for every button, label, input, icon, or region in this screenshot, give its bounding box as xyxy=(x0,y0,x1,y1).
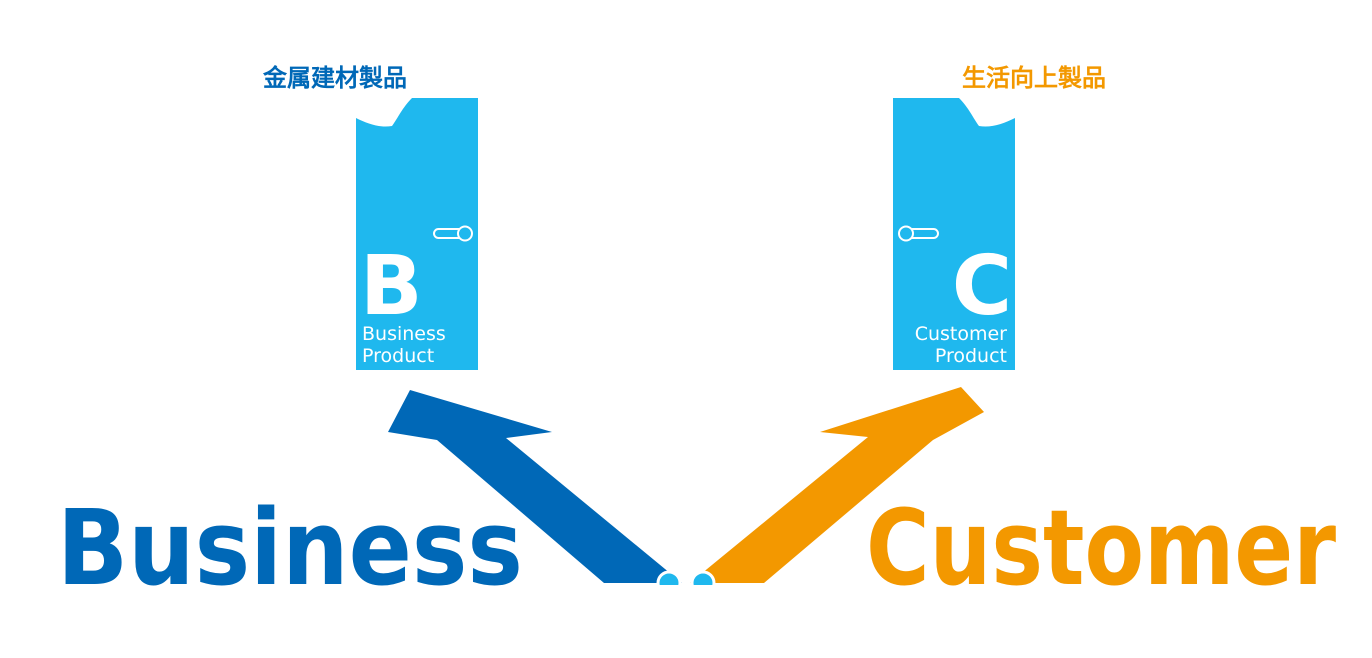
customer-door-letter: C xyxy=(952,239,1012,334)
business-door-line1: Business xyxy=(362,323,446,345)
customer-word: Customer xyxy=(866,487,1336,609)
customer-door: C Customer Product xyxy=(893,98,1015,370)
business-word: Business xyxy=(57,487,523,609)
business-door-letter: B xyxy=(360,239,423,334)
right-heading: 生活向上製品 xyxy=(962,64,1106,92)
business-door-line2: Product xyxy=(362,345,434,367)
business-door-panel xyxy=(356,98,478,370)
arrow-icon xyxy=(388,390,682,583)
arrow-icon xyxy=(690,387,984,583)
customer-door-line1: Customer xyxy=(915,323,1007,345)
customer-door-panel xyxy=(893,98,1015,370)
door-handle-icon xyxy=(898,225,939,242)
door-handle-icon xyxy=(433,225,473,242)
customer-door-line2: Product xyxy=(935,345,1007,367)
business-door: B Business Product xyxy=(356,98,478,370)
left-heading: 金属建材製品 xyxy=(262,64,407,92)
